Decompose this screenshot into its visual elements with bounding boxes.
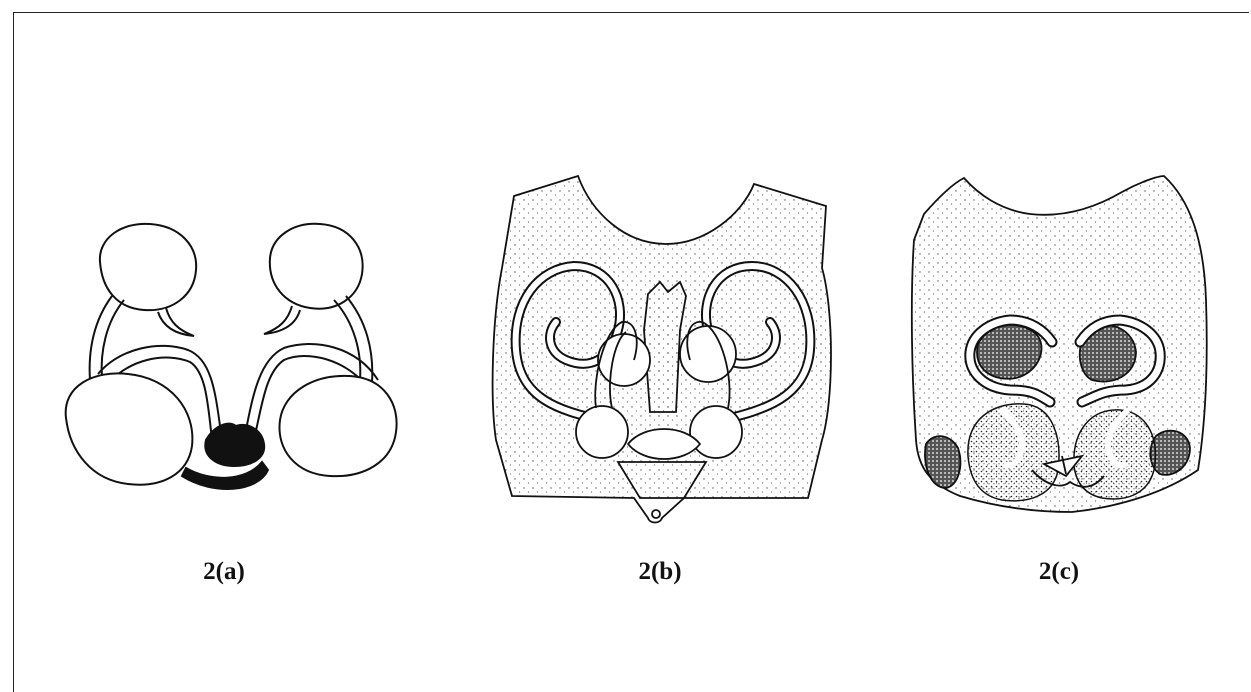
caption-2a: 2(a) (164, 558, 284, 586)
figure-2b-drawing (493, 176, 831, 523)
spermatheca-right-lower (279, 376, 396, 476)
figure-2a-drawing (66, 224, 397, 489)
caption-2c: 2(c) (999, 558, 1119, 586)
spermatheca-left-upper (100, 224, 196, 310)
caption-2b: 2(b) (600, 558, 720, 586)
figure-2c-drawing (912, 176, 1207, 512)
hook-right (264, 306, 300, 334)
hook-left (158, 308, 194, 336)
spermatheca-left-lower (66, 373, 193, 484)
spermatheca-right-upper (270, 224, 363, 309)
central-plate (205, 424, 264, 466)
